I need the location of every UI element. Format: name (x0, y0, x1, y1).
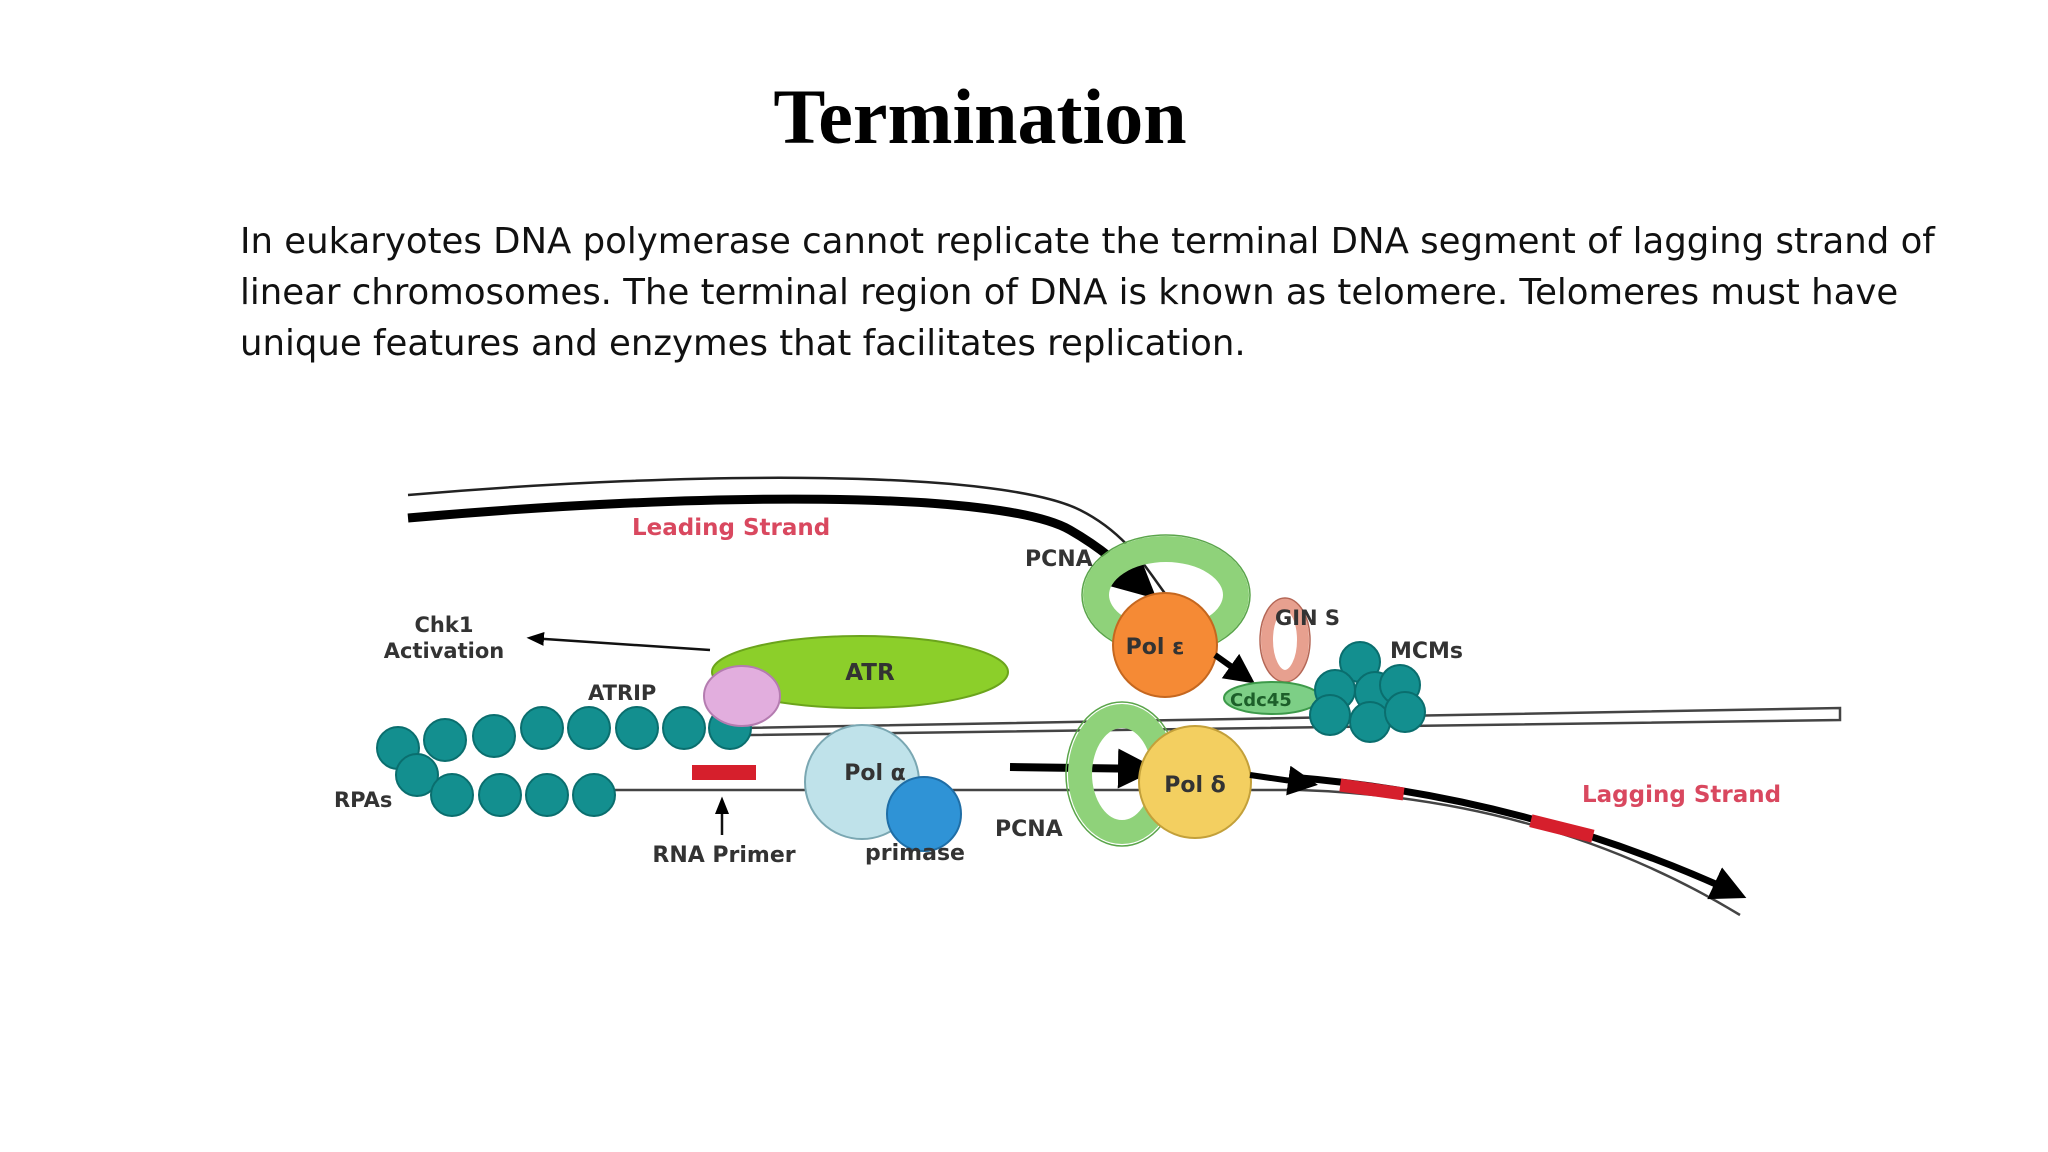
rna-primer-fork-2 (1529, 814, 1595, 843)
atr-protein (711, 635, 1009, 709)
lagging-template-upper (739, 706, 1842, 737)
slide-title: Termination (773, 73, 1187, 160)
rpa-bead (525, 773, 569, 817)
cdc45-label: Cdc45 (1230, 690, 1292, 711)
rpa-bead (520, 706, 564, 750)
primase (886, 776, 962, 852)
rpas-label: RPAs (334, 788, 392, 812)
atrip-protein (703, 665, 781, 727)
rpa-bead (572, 773, 616, 817)
rna-primer-label: RNA Primer (652, 843, 795, 868)
pcna-top-label: PCNA (1025, 547, 1093, 572)
rpa-bead (395, 753, 439, 797)
mcm-bead (1309, 694, 1351, 736)
leading-strand-label: Leading Strand (632, 515, 830, 541)
chk1-label-line1: Chk1 (415, 613, 474, 637)
mcm-bead (1384, 691, 1426, 733)
pcna-bottom-label: PCNA (995, 817, 1063, 842)
rpa-bead (662, 706, 706, 750)
slide-paragraph: In eukaryotes DNA polymerase cannot repl… (240, 221, 1935, 364)
pol-epsilon-label: Pol ε (1126, 635, 1185, 660)
pol-epsilon-arrow (1213, 652, 1255, 684)
rna-primer (692, 765, 756, 780)
atr-label: ATR (845, 660, 895, 686)
gins-ring (1261, 598, 1309, 682)
mcms-label: MCMs (1390, 639, 1463, 664)
rpa-bead (567, 706, 611, 750)
atrip-label: ATRIP (588, 681, 656, 705)
pol-delta (1138, 725, 1252, 839)
chk1-label-line2: Activation (384, 639, 504, 663)
pol-delta-arrow (1249, 765, 1318, 796)
pol-delta-label: Pol δ (1164, 773, 1226, 798)
rna-primer-fork-1 (1339, 778, 1405, 801)
chk1-arrow (526, 631, 711, 652)
rpa-bead (430, 773, 474, 817)
rpa-bead (615, 706, 659, 750)
lagging-strand-label: Lagging Strand (1582, 782, 1781, 808)
lagging-template-lower (600, 788, 1741, 917)
rpa-bead (478, 773, 522, 817)
pol-alpha-label: Pol α (844, 761, 906, 786)
gins-label: GIN S (1275, 606, 1340, 630)
mcm-bead (1349, 701, 1391, 743)
pol-epsilon (1112, 592, 1218, 698)
rpa-beads (376, 706, 752, 817)
mcm-complex (1309, 641, 1426, 743)
rpa-bead (472, 714, 516, 758)
rpa-bead (423, 718, 467, 762)
primase-label: primase (865, 841, 965, 866)
